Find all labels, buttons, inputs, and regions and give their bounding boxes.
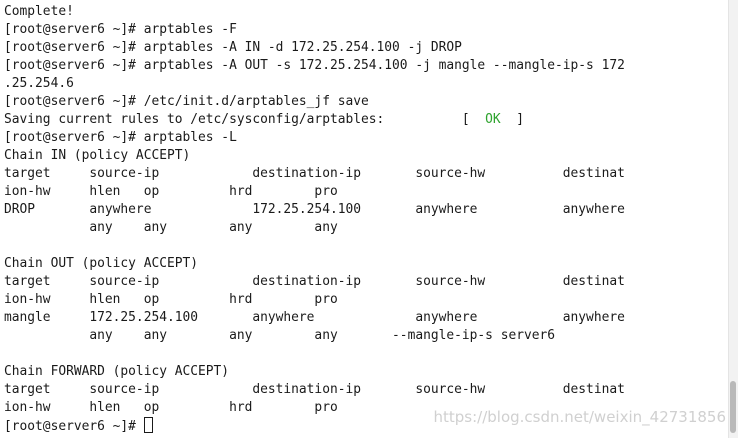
terminal-line: [root@server6 ~]# arptables -F	[4, 22, 237, 37]
terminal-line: DROP anywhere 172.25.254.100 anywhere an…	[4, 202, 625, 217]
terminal-line	[4, 237, 726, 255]
terminal-line: [root@server6 ~]# /etc/init.d/arptables_…	[4, 94, 369, 109]
terminal-line: Chain IN (policy ACCEPT)	[4, 148, 191, 163]
text-cursor[interactable]	[143, 417, 153, 433]
terminal-line: ion-hw hlen op hrd pro	[4, 400, 338, 415]
vertical-scrollbar[interactable]	[728, 0, 738, 438]
terminal-line: target source-ip destination-ip source-h…	[4, 382, 625, 397]
terminal-line: ion-hw hlen op hrd pro	[4, 184, 338, 199]
terminal-line: [root@server6 ~]# arptables -A OUT -s 17…	[4, 58, 625, 73]
terminal-line	[4, 345, 726, 363]
save-status-line: Saving current rules to /etc/sysconfig/a…	[4, 111, 726, 129]
terminal-line: [root@server6 ~]# arptables -L	[4, 130, 237, 145]
terminal-line: any any any any --mangle-ip-s server6	[4, 328, 556, 343]
terminal-line: Chain FORWARD (policy ACCEPT)	[4, 364, 230, 379]
terminal-line: [root@server6 ~]# arptables -A IN -d 172…	[4, 40, 462, 55]
terminal-line: ion-hw hlen op hrd pro	[4, 292, 338, 307]
watermark: https://blog.csdn.net/weixin_42731856	[433, 408, 726, 426]
terminal-line: any any any any	[4, 220, 338, 235]
terminal-line: Chain OUT (policy ACCEPT)	[4, 256, 199, 271]
scrollbar-thumb[interactable]	[730, 381, 736, 433]
terminal-line: .25.254.6	[4, 76, 74, 91]
save-status-tail: ]	[500, 112, 524, 127]
terminal-line: target source-ip destination-ip source-h…	[4, 166, 625, 181]
save-status-text: Saving current rules to /etc/sysconfig/a…	[4, 112, 486, 127]
shell-prompt: [root@server6 ~]#	[4, 419, 144, 434]
terminal-line: Complete!	[4, 4, 74, 19]
terminal-line: target source-ip destination-ip source-h…	[4, 274, 625, 289]
ok-status-badge: OK	[485, 112, 501, 127]
prompt-line[interactable]: [root@server6 ~]#	[4, 417, 726, 435]
terminal-output: Complete! [root@server6 ~]# arptables -F…	[4, 3, 726, 437]
terminal-line: mangle 172.25.254.100 anywhere anywhere …	[4, 310, 625, 325]
